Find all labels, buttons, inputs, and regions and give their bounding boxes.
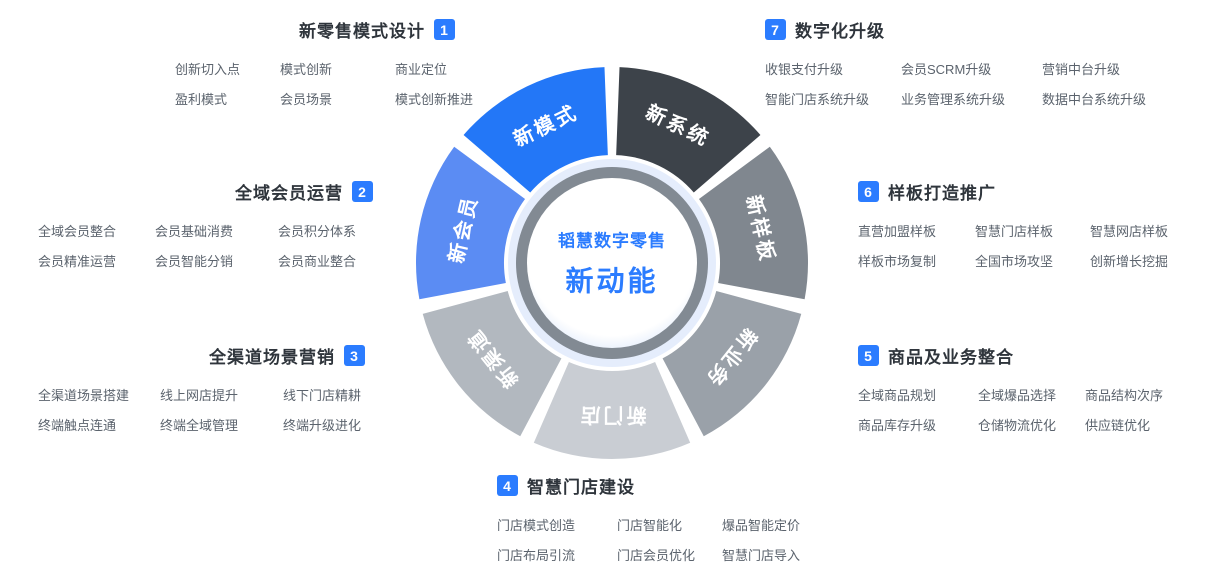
section-item: 智慧门店导入 (722, 548, 801, 563)
section-item: 营销中台升级 (1042, 62, 1121, 77)
section-item: 会员精准运营 (38, 254, 117, 269)
section-number-badge: 7 (765, 19, 786, 40)
section-item-grid: 直营加盟样板 智慧门店样板 智慧网店样板样板市场复制 全国市场攻坚 创新增长挖掘 (858, 221, 1188, 270)
section-item-grid: 全域商品规划 全域爆品选择 商品结构次序商品库存升级 仓储物流优化 供应链优化 (858, 385, 1188, 434)
section-item: 门店布局引流 (497, 548, 576, 563)
section-item: 智能门店系统升级 (765, 92, 870, 107)
section-item: 全域爆品选择 (978, 388, 1057, 403)
section-item: 数据中台系统升级 (1042, 92, 1147, 107)
section-item: 商品库存升级 (858, 418, 937, 433)
section-item: 线上网店提升 (160, 388, 239, 403)
section-item: 商品结构次序 (1085, 388, 1164, 403)
section-number-badge: 5 (858, 345, 879, 366)
section-item: 会员场景 (280, 92, 333, 107)
section-item: 样板市场复制 (858, 254, 937, 269)
section-header: 全域会员运营 2 (38, 179, 373, 204)
section-item: 门店智能化 (617, 518, 683, 533)
wheel-segment-6 (415, 146, 526, 300)
section-item: 仓储物流优化 (978, 418, 1057, 433)
section-title: 数字化升级 (795, 22, 885, 41)
section-item: 门店会员优化 (617, 548, 696, 563)
section-header: 5 商品及业务整合 (858, 343, 1188, 368)
section-item: 创新增长挖掘 (1090, 254, 1169, 269)
section-title: 样板打造推广 (888, 184, 996, 203)
section-item-grid: 门店模式创造 门店智能化 爆品智能定价门店布局引流 门店会员优化 智慧门店导入 (497, 515, 829, 564)
wheel-segment-2 (698, 146, 809, 300)
section-header: 7 数字化升级 (765, 17, 1187, 42)
section-item: 会员商业整合 (278, 254, 357, 269)
section-header: 4 智慧门店建设 (497, 473, 829, 498)
section-digital-upgrade: 7 数字化升级 收银支付升级 会员SCRM升级 营销中台升级智能门店系统升级 业务管理… (765, 17, 1187, 108)
section-header: 6 样板打造推广 (858, 179, 1188, 204)
section-title: 新零售模式设计 (299, 22, 425, 41)
section-number-badge: 4 (497, 475, 518, 496)
section-member-operation: 全域会员运营 2 全域会员整合 会员基础消费 会员积分体系会员精准运营 会员智能分销 会… (38, 179, 373, 270)
section-item: 智慧网店样板 (1090, 224, 1169, 239)
section-item: 会员基础消费 (155, 224, 234, 239)
wheel-segment-5 (422, 291, 562, 437)
section-header: 新零售模式设计 1 (175, 17, 455, 42)
section-title: 智慧门店建设 (527, 478, 635, 497)
section-number-badge: 3 (344, 345, 365, 366)
section-omnichannel-scene: 全渠道场景营销 3 全渠道场景搭建 线上网店提升 线下门店精耕终端触点连通 终端全域管… (38, 343, 365, 434)
section-item: 商业定位 (395, 62, 448, 77)
section-item: 终端触点连通 (38, 418, 117, 433)
section-product-business-integration: 5 商品及业务整合 全域商品规划 全域爆品选择 商品结构次序商品库存升级 仓储物流优化… (858, 343, 1188, 434)
section-item: 全域会员整合 (38, 224, 117, 239)
section-item-grid: 创新切入点 模式创新 商业定位盈利模式 会员场景 模式创新推进 (175, 59, 473, 108)
section-item: 全国市场攻坚 (975, 254, 1054, 269)
section-item: 业务管理系统升级 (901, 92, 1006, 107)
center-brand: 韬慧数字零售 (558, 231, 666, 251)
section-title: 全域会员运营 (235, 184, 343, 203)
section-item: 直营加盟样板 (858, 224, 937, 239)
section-item: 收银支付升级 (765, 62, 844, 77)
section-item: 全域商品规划 (858, 388, 937, 403)
section-item: 终端升级进化 (283, 418, 362, 433)
section-item: 终端全域管理 (160, 418, 239, 433)
wheel-center-label: 韬慧数字零售 新动能 (532, 227, 692, 300)
center-slogan: 新动能 (565, 265, 659, 297)
section-item: 爆品智能定价 (722, 518, 801, 533)
wheel-segment-3 (662, 291, 802, 437)
section-item: 智慧门店样板 (975, 224, 1054, 239)
section-item: 盈利模式 (175, 92, 228, 107)
section-item-grid: 全渠道场景搭建 线上网店提升 线下门店精耕终端触点连通 终端全域管理 终端升级进化 (38, 385, 365, 434)
section-item: 创新切入点 (175, 62, 241, 77)
section-header: 全渠道场景营销 3 (38, 343, 365, 368)
section-item: 线下门店精耕 (283, 388, 362, 403)
section-item-grid: 收银支付升级 会员SCRM升级 营销中台升级智能门店系统升级 业务管理系统升级 数据中台… (765, 59, 1187, 108)
wheel-segment-1 (616, 67, 761, 193)
section-title: 商品及业务整合 (888, 348, 1014, 367)
section-item: 会员SCRM升级 (901, 62, 992, 77)
section-new-retail-model-design: 新零售模式设计 1 创新切入点 模式创新 商业定位盈利模式 会员场景 模式创新推进 (175, 17, 473, 108)
section-item: 门店模式创造 (497, 518, 576, 533)
section-item: 会员积分体系 (278, 224, 357, 239)
section-number-badge: 6 (858, 181, 879, 202)
section-item: 模式创新推进 (395, 92, 474, 107)
section-model-promotion: 6 样板打造推广 直营加盟样板 智慧门店样板 智慧网店样板样板市场复制 全国市场攻坚 创… (858, 179, 1188, 270)
center-disc (527, 178, 697, 348)
section-number-badge: 1 (434, 19, 455, 40)
wheel-segment-7 (463, 67, 608, 193)
section-title: 全渠道场景营销 (209, 348, 335, 367)
wheel-segment-4 (533, 362, 691, 459)
section-item: 会员智能分销 (155, 254, 234, 269)
section-item-grid: 全域会员整合 会员基础消费 会员积分体系会员精准运营 会员智能分销 会员商业整合 (38, 221, 373, 270)
section-item: 全渠道场景搭建 (38, 388, 130, 403)
wheel-segment-label: 新门店 (578, 404, 647, 428)
section-smart-store: 4 智慧门店建设 门店模式创造 门店智能化 爆品智能定价门店布局引流 门店会员优化 智慧… (497, 473, 829, 564)
section-item: 模式创新 (280, 62, 333, 77)
section-item: 供应链优化 (1085, 418, 1151, 433)
section-number-badge: 2 (352, 181, 373, 202)
